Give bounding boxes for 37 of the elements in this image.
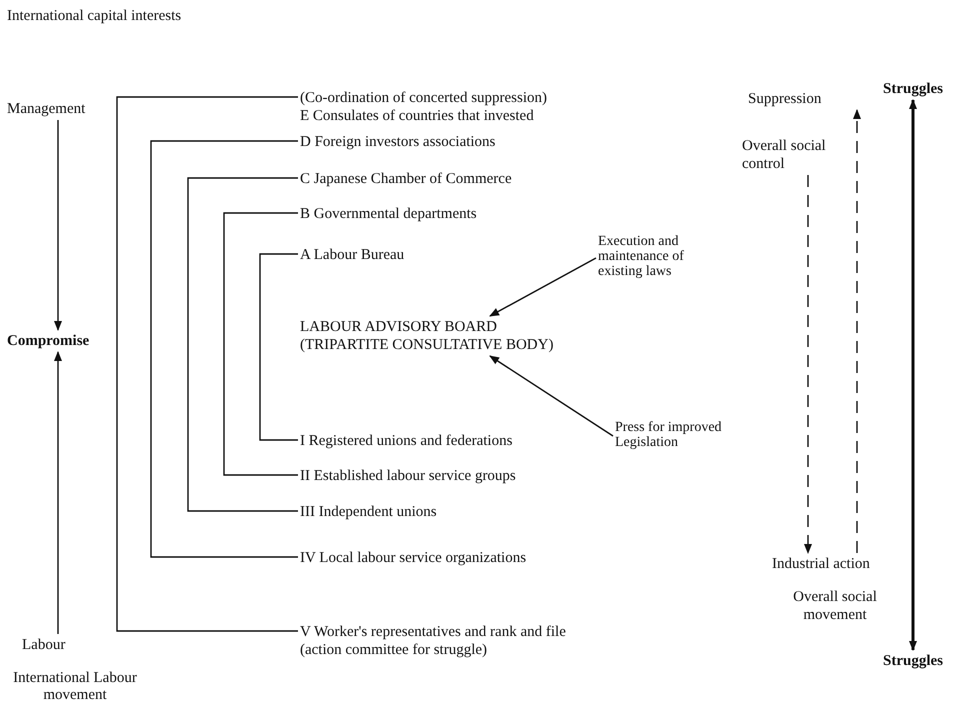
organization-label: I Registered unions and federations <box>300 432 600 450</box>
pole-label: Labour <box>22 636 82 654</box>
double-arrow <box>909 99 917 651</box>
organization-label: C Japanese Chamber of Commerce <box>300 170 600 188</box>
organization-label: IV Local labour service organizations <box>300 549 600 567</box>
dashed-arrow <box>804 175 812 554</box>
arrow <box>54 351 62 634</box>
flow-label: Industrial action <box>772 555 872 573</box>
organization-label: II Established labour service groups <box>300 467 600 485</box>
organization-label: E Consulates of countries that invested <box>300 107 535 125</box>
arrow <box>489 257 596 317</box>
bracket-connector <box>150 140 298 558</box>
bracket-connector <box>187 177 298 512</box>
organization-label: (Co-ordination of concerted suppression) <box>300 89 548 107</box>
annotation-text: Execution and maintenance of existing laws <box>598 234 720 279</box>
pole-label: Struggles <box>878 652 948 670</box>
annotation-text: Press for improved Legislation <box>615 420 755 450</box>
bracket-connector <box>116 96 298 632</box>
bracket-connector <box>223 212 298 476</box>
bracket-connector <box>259 253 298 441</box>
dashed-arrow <box>853 109 861 553</box>
pole-label: Management <box>7 100 117 118</box>
flow-label: Suppression <box>748 90 858 108</box>
organization-label: III Independent unions <box>300 503 600 521</box>
pole-label: Struggles <box>878 80 948 98</box>
board-label: LABOUR ADVISORY BOARD (TRIPARTITE CONSULTATIVE BODY) <box>300 318 570 354</box>
side-label: International Labour movement <box>12 670 138 704</box>
organization-label: V Worker's representatives and rank and file (action committee for struggle) <box>300 623 600 659</box>
flow-label: Overall social movement <box>785 588 885 624</box>
side-label: International capital interests <box>7 8 182 25</box>
arrow <box>54 120 62 331</box>
flow-label: Overall social control <box>742 137 842 173</box>
pole-label: Compromise <box>7 332 107 350</box>
organization-label: D Foreign investors associations <box>300 133 600 151</box>
organization-label: A Labour Bureau <box>300 246 500 264</box>
organization-label: B Governmental departments <box>300 205 600 223</box>
arrow <box>489 355 614 437</box>
